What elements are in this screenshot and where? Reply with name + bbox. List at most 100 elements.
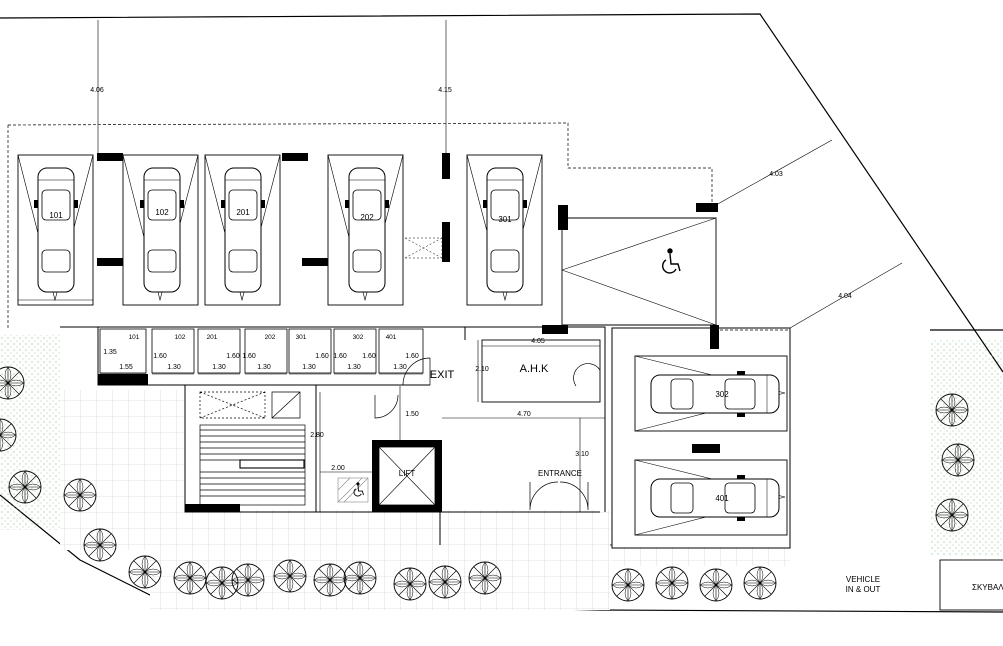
entrance-label: ENTRANCE (538, 469, 582, 478)
svg-text:1.60: 1.60 (405, 353, 419, 360)
bins-area: ΣΚΥΒΑΛ (939, 559, 1003, 611)
parking-space-401: 401 (634, 459, 788, 536)
landscape-right (930, 340, 1003, 555)
car-icon (139, 167, 185, 293)
storage-labels: 101 102 201 202 301 302 401 (129, 334, 397, 341)
tree-icon (173, 561, 207, 595)
svg-text:1.60: 1.60 (242, 353, 256, 360)
exit-label: EXIT (430, 369, 455, 381)
svg-text:ΣΚΥΒΑΛ: ΣΚΥΒΑΛ (972, 583, 1003, 592)
car-icon (482, 167, 528, 293)
svg-text:1.60: 1.60 (153, 353, 167, 360)
space-label: 401 (715, 494, 729, 503)
svg-text:3.10: 3.10 (575, 451, 589, 458)
space-label: 202 (360, 213, 374, 222)
svg-text:1.30: 1.30 (167, 364, 181, 371)
parking-space-302: 302 (634, 355, 788, 432)
tree-icon (468, 561, 502, 595)
tree-icon (743, 566, 777, 600)
svg-text:1.30: 1.30 (347, 364, 361, 371)
svg-text:2.10: 2.10 (475, 366, 489, 373)
storage-label: 102 (175, 334, 186, 341)
wheelchair-icon (662, 248, 681, 274)
svg-text:1.60: 1.60 (226, 353, 240, 360)
svg-text:1.30: 1.30 (302, 364, 316, 371)
tree-icon (699, 568, 733, 602)
storage-label: 401 (386, 334, 397, 341)
parking-row-east: 302 401 (634, 355, 788, 536)
tree-icon (941, 443, 975, 477)
parking-row-north: 101 102 201 202 301 (17, 153, 720, 453)
lift-label: LIFT (399, 469, 416, 478)
svg-text:1.30: 1.30 (212, 364, 226, 371)
svg-text:1.60: 1.60 (315, 353, 329, 360)
svg-text:1.55: 1.55 (119, 364, 133, 371)
dimension-labels: 4.06 4.15 4.03 4.04 1.35 1.55 1.60 1.30 … (90, 87, 852, 472)
car-icon (344, 167, 390, 293)
tree-icon (393, 567, 427, 601)
storage-label: 201 (207, 334, 218, 341)
svg-text:1.60: 1.60 (362, 353, 376, 360)
tree-icon (83, 528, 117, 562)
parking-space-201: 201 (204, 154, 281, 306)
dimension-lines (97, 20, 903, 512)
heavy-walls (98, 374, 442, 512)
car-icon (33, 167, 79, 293)
svg-text:4.06: 4.06 (90, 87, 104, 94)
car-icon (220, 167, 266, 293)
ahk-room: A.H.K (481, 339, 601, 403)
tree-icon (205, 566, 239, 600)
landscape-left (0, 335, 60, 530)
space-label: 201 (236, 208, 250, 217)
tree-icon (273, 559, 307, 593)
svg-text:2.00: 2.00 (331, 465, 345, 472)
doors (374, 357, 589, 511)
space-label: 102 (155, 208, 169, 217)
svg-text:4.05: 4.05 (531, 338, 545, 345)
svg-text:1.30: 1.30 (393, 364, 407, 371)
wheelchair-icon (353, 482, 364, 497)
space-label: 301 (498, 215, 512, 224)
tree-icon (611, 568, 645, 602)
staircase (199, 391, 306, 506)
svg-text:4.03: 4.03 (769, 171, 783, 178)
storage-units (99, 328, 424, 374)
accessible-parking-space (561, 217, 717, 326)
ahk-label: A.H.K (520, 363, 549, 375)
columns (97, 153, 720, 453)
svg-text:VEHICLE: VEHICLE (846, 575, 880, 584)
space-label: 101 (49, 211, 63, 220)
tree-icon (8, 470, 42, 504)
tree-icon (655, 566, 689, 600)
storage-label: 302 (353, 334, 364, 341)
svg-text:1.35: 1.35 (103, 349, 117, 356)
svg-text:4.70: 4.70 (517, 411, 531, 418)
svg-text:4.15: 4.15 (438, 87, 452, 94)
tree-icon (935, 393, 969, 427)
vehicle-access-label: VEHICLE IN & OUT (846, 575, 881, 594)
parking-space-301: 301 (466, 154, 543, 306)
tree-icon (313, 563, 347, 597)
svg-text:1.30: 1.30 (257, 364, 271, 371)
svg-text:2.80: 2.80 (310, 432, 324, 439)
tree-icon (128, 555, 162, 589)
svg-text:1.60: 1.60 (333, 353, 347, 360)
tree-icon (428, 565, 462, 599)
tree-icon (63, 478, 97, 512)
svg-text:1.50: 1.50 (405, 411, 419, 418)
parking-space-101: 101 (17, 154, 94, 306)
parking-space-102: 102 (122, 154, 199, 306)
storage-label: 101 (129, 334, 140, 341)
svg-text:4.04: 4.04 (838, 293, 852, 300)
space-label: 302 (715, 390, 729, 399)
svg-text:IN & OUT: IN & OUT (846, 585, 881, 594)
tree-icon (231, 563, 265, 597)
storage-label: 202 (265, 334, 276, 341)
parking-space-202: 202 (327, 154, 404, 306)
lift: LIFT (337, 446, 436, 506)
storage-label: 301 (296, 334, 307, 341)
tree-icon (343, 561, 377, 595)
tree-icon (935, 498, 969, 532)
paved-area (60, 390, 790, 610)
